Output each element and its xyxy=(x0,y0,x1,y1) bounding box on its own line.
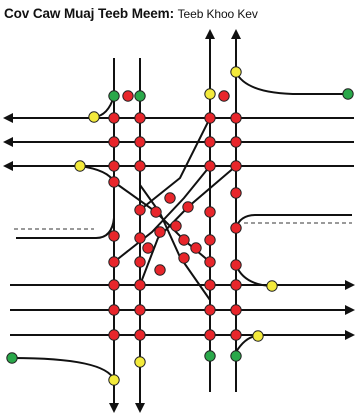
conflict-point xyxy=(134,279,146,291)
merge-point xyxy=(252,330,264,342)
conflict-point xyxy=(108,230,120,242)
conflict-point xyxy=(108,112,120,124)
merge-point xyxy=(230,66,242,78)
diverge-point xyxy=(134,90,146,102)
conflict-point xyxy=(204,329,216,341)
diagonal-e xyxy=(139,117,211,211)
diverge-point xyxy=(108,90,120,102)
conflict-point xyxy=(134,304,146,316)
conflict-point xyxy=(134,204,146,216)
conflict-point xyxy=(108,176,120,188)
diverge-east xyxy=(235,264,273,287)
conflict-point xyxy=(178,234,190,246)
conflict-point xyxy=(164,192,176,204)
conflict-point xyxy=(230,187,242,199)
conflict-point xyxy=(204,112,216,124)
conflict-point xyxy=(108,279,120,291)
merge-point xyxy=(204,88,216,100)
conflict-point xyxy=(230,222,242,234)
conflict-point xyxy=(154,264,166,276)
curve-southwest xyxy=(16,217,115,239)
conflict-point xyxy=(204,206,216,218)
conflict-point xyxy=(204,160,216,172)
merge-point xyxy=(266,280,278,292)
traffic-nodes xyxy=(6,66,354,386)
conflict-point xyxy=(108,256,120,268)
conflict-point xyxy=(178,252,190,264)
median-lines xyxy=(14,222,352,230)
conflict-point xyxy=(134,136,146,148)
ramp-southwest xyxy=(11,357,115,381)
conflict-point xyxy=(134,160,146,172)
diverge-point xyxy=(342,88,354,100)
merge-point xyxy=(134,356,146,368)
conflict-point xyxy=(134,256,146,268)
conflict-point xyxy=(170,220,182,232)
conflict-point xyxy=(142,242,154,254)
conflict-point xyxy=(204,234,216,246)
conflict-point xyxy=(190,242,202,254)
conflict-point xyxy=(204,279,216,291)
conflict-point xyxy=(230,329,242,341)
curve-southeast xyxy=(235,214,352,229)
conflict-point xyxy=(230,112,242,124)
conflict-point xyxy=(154,226,166,238)
diverge-point xyxy=(230,350,242,362)
conflict-point xyxy=(182,201,194,213)
conflict-point xyxy=(230,136,242,148)
conflict-point xyxy=(150,206,162,218)
title-sub: Teeb Khoo Kev xyxy=(177,7,258,21)
merge-point xyxy=(108,374,120,386)
conflict-point xyxy=(108,329,120,341)
conflict-point xyxy=(108,136,120,148)
conflict-point xyxy=(230,160,242,172)
conflict-point xyxy=(230,259,242,271)
conflict-point xyxy=(230,304,242,316)
conflict-point xyxy=(122,90,134,102)
diagonal-c xyxy=(113,165,211,263)
merge-point xyxy=(74,160,86,172)
conflict-point xyxy=(134,112,146,124)
title-main: Cov Caw Muaj Teeb Meem: xyxy=(4,6,174,21)
diagonal-b xyxy=(139,184,211,301)
merge-point xyxy=(88,111,100,123)
conflict-point xyxy=(218,90,230,102)
conflict-point xyxy=(204,256,216,268)
diverge-point xyxy=(204,350,216,362)
conflict-point xyxy=(230,279,242,291)
ramp-northeast xyxy=(235,71,348,95)
conflict-point xyxy=(134,329,146,341)
road-lines xyxy=(3,29,355,413)
conflict-point xyxy=(134,232,146,244)
diverge-point xyxy=(6,352,18,364)
conflict-point xyxy=(108,304,120,316)
conflict-point xyxy=(204,304,216,316)
diagram-title: Cov Caw Muaj Teeb Meem: Teeb Khoo Kev xyxy=(4,6,258,21)
conflict-point xyxy=(204,136,216,148)
conflict-point xyxy=(108,160,120,172)
